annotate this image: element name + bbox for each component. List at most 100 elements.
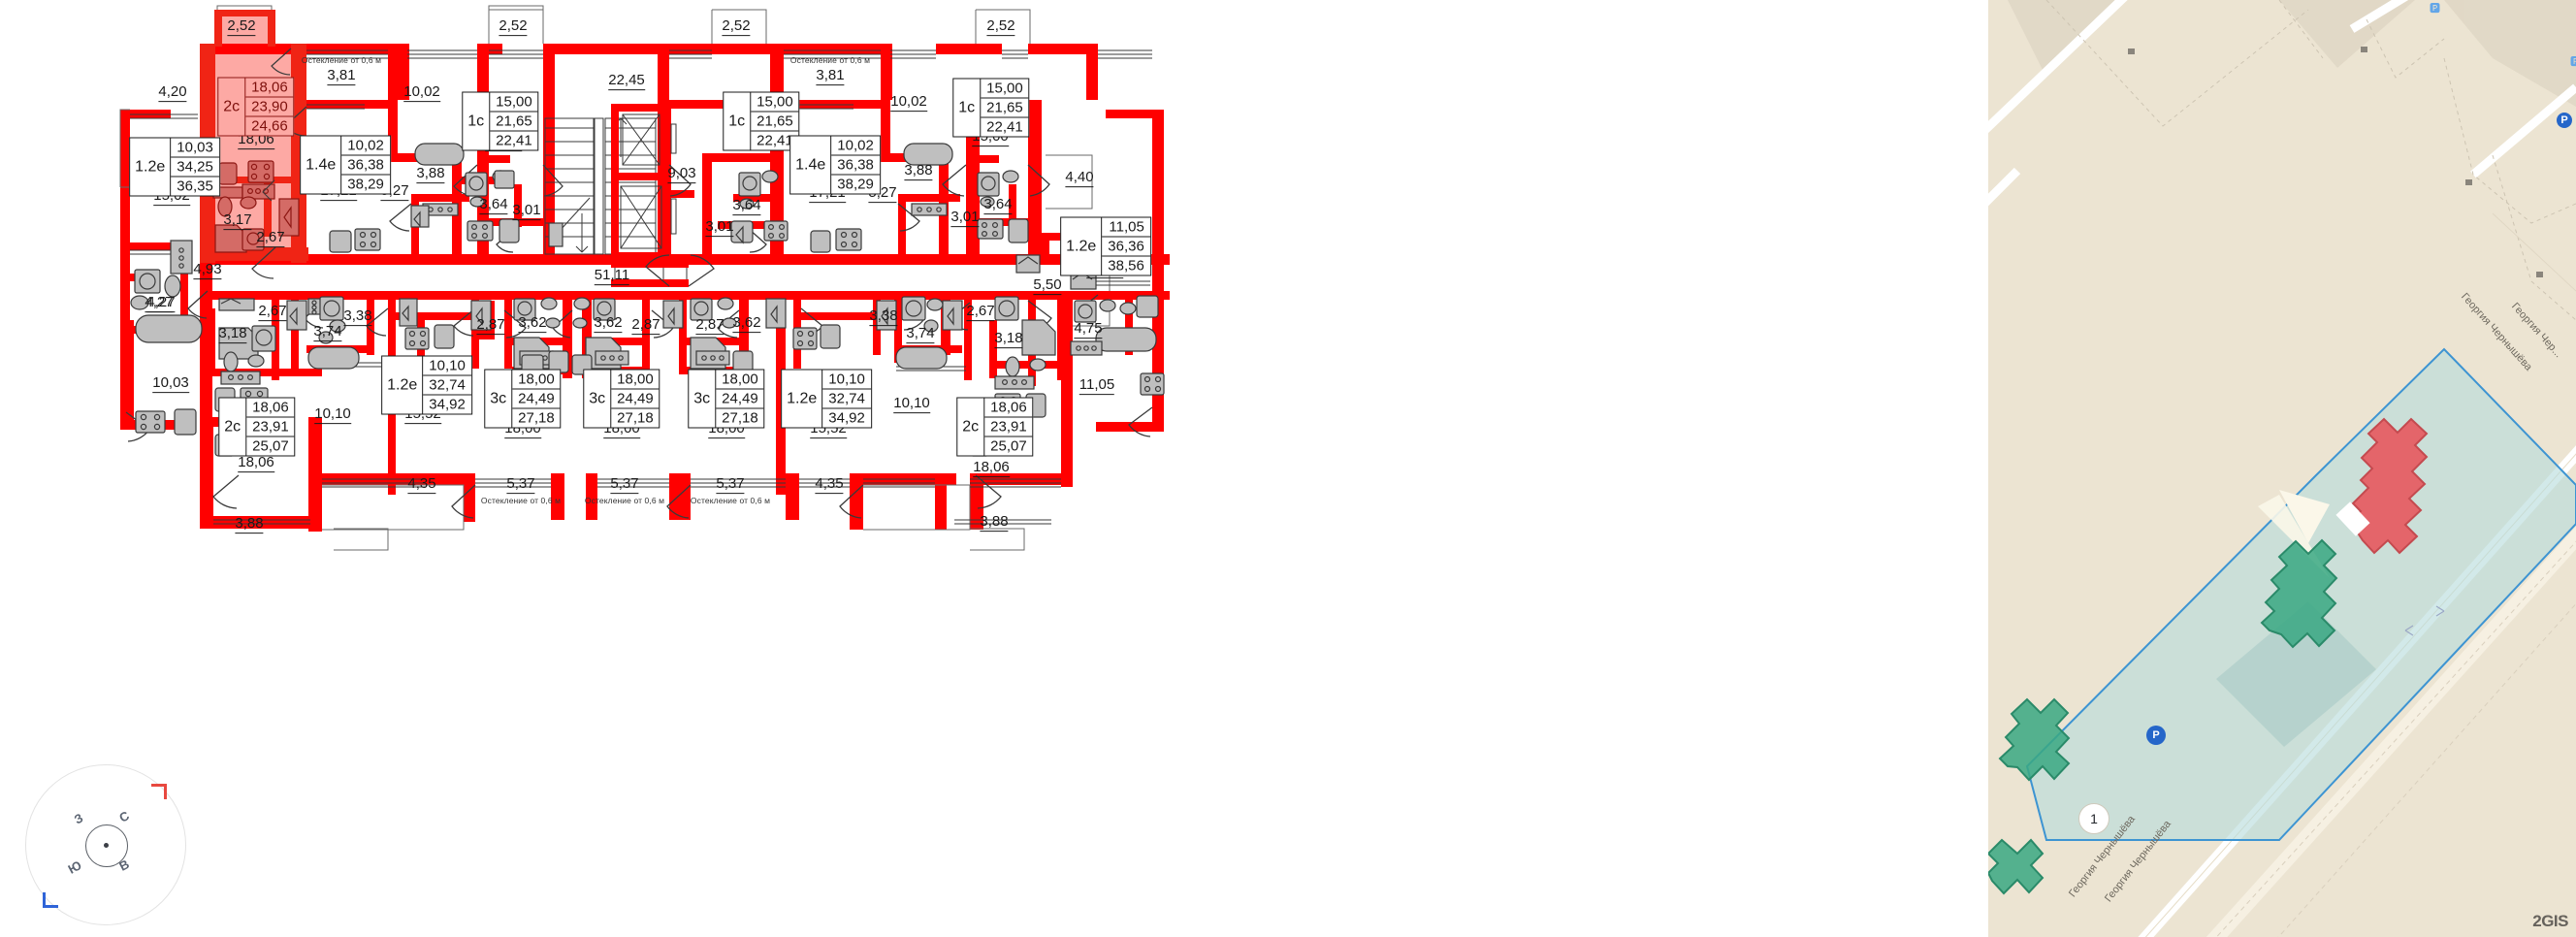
glazing-note: Остекление от 0,6 м bbox=[789, 55, 871, 65]
total-area: 34,92 bbox=[423, 394, 471, 414]
area-without-balcony: 21,65 bbox=[490, 111, 538, 131]
area-without-balcony: 23,91 bbox=[984, 416, 1033, 436]
room-area-label: 2,52 bbox=[986, 17, 1015, 36]
living-area: 18,06 bbox=[251, 79, 288, 96]
parking-icon-small[interactable]: P bbox=[2557, 113, 2572, 128]
living-area: 18,00 bbox=[518, 371, 555, 388]
glazing-note: Остекление от 0,6 м bbox=[480, 496, 562, 505]
neighbour-building-1 bbox=[2260, 538, 2338, 649]
area-without-balcony: 23,90 bbox=[245, 96, 294, 116]
area-without-balcony: 32,74 bbox=[822, 388, 871, 408]
total-area: 38,29 bbox=[341, 174, 390, 194]
compass-corner-blue bbox=[43, 892, 58, 908]
room-area-label: 4,75 bbox=[1074, 320, 1103, 339]
compass-corner-red bbox=[151, 784, 167, 799]
total-area: 38,29 bbox=[831, 174, 880, 194]
total-area: 25,07 bbox=[984, 436, 1033, 456]
living-area: 15,00 bbox=[496, 93, 532, 111]
room-area-label: 2,52 bbox=[722, 17, 751, 36]
living-area: 10,10 bbox=[429, 357, 466, 374]
room-area-label: 3,81 bbox=[327, 67, 356, 85]
living-area: 11,05 bbox=[1109, 218, 1144, 236]
room-area-label: 3,01 bbox=[950, 209, 980, 227]
room-area-label: 2,67 bbox=[966, 303, 995, 321]
flat-type-label: 1с bbox=[467, 113, 485, 129]
neighbour-building-2 bbox=[1998, 697, 2071, 782]
compass-inner-circle bbox=[85, 824, 128, 867]
parking-icon[interactable]: P bbox=[2146, 726, 2166, 745]
map-marker-1[interactable]: 1 bbox=[2078, 803, 2109, 834]
total-area: 27,18 bbox=[512, 407, 561, 428]
room-area-label: 3,38 bbox=[869, 307, 898, 326]
room-area-label: 3,64 bbox=[732, 197, 761, 215]
living-area: 18,06 bbox=[990, 399, 1027, 416]
total-area: 25,07 bbox=[246, 436, 295, 456]
flat-type-label: 2с bbox=[224, 418, 242, 435]
total-area: 38,56 bbox=[1102, 255, 1150, 275]
room-area-label: 4,35 bbox=[815, 475, 844, 494]
map-drawing bbox=[1988, 0, 2576, 937]
room-area-label: 2,67 bbox=[256, 229, 285, 247]
total-area: 27,18 bbox=[611, 407, 660, 428]
floor-plan-panel[interactable]: .w { fill:#ff0000; } .wl { fill:none; st… bbox=[0, 0, 1988, 937]
living-area: 10,02 bbox=[837, 137, 874, 154]
room-area-label: 3,01 bbox=[705, 218, 734, 237]
selected-building bbox=[2347, 417, 2429, 555]
room-area-label: 2,52 bbox=[227, 17, 256, 36]
view-cone bbox=[2279, 490, 2330, 543]
entrance-marker bbox=[2335, 501, 2370, 536]
area-without-balcony: 36,36 bbox=[1102, 236, 1150, 256]
room-area-label: 4,93 bbox=[193, 261, 222, 279]
area-without-balcony: 24,49 bbox=[512, 388, 561, 408]
total-area: 36,35 bbox=[171, 176, 219, 196]
flat-type-label: 2с bbox=[962, 418, 980, 435]
room-area-label: 3,74 bbox=[906, 325, 935, 343]
room-area-label: 3,18 bbox=[218, 325, 247, 343]
area-without-balcony: 34,25 bbox=[171, 156, 219, 177]
room-area-label: 3,62 bbox=[732, 314, 761, 333]
living-area: 10,10 bbox=[828, 371, 865, 388]
area-without-balcony: 36,38 bbox=[341, 154, 390, 175]
compass-rose: З С В Ю bbox=[19, 759, 192, 931]
room-area-label: 2,52 bbox=[499, 17, 528, 36]
room-area-label: 3,17 bbox=[223, 211, 252, 230]
room-area-label: 3,88 bbox=[980, 513, 1009, 532]
flat-type-label: 3с bbox=[490, 390, 507, 406]
area-without-balcony: 21,65 bbox=[981, 97, 1029, 117]
bike-parking-icon: 🅿 bbox=[2430, 3, 2440, 15]
area-without-balcony: 23,91 bbox=[246, 416, 295, 436]
total-area: 24,66 bbox=[245, 115, 294, 136]
living-area: 10,02 bbox=[347, 137, 384, 154]
flat-type-label: 1.2е bbox=[387, 376, 418, 393]
flat-type-label: 1.4е bbox=[306, 156, 337, 173]
living-area: 18,06 bbox=[252, 399, 289, 416]
room-area-label: 11,05 bbox=[1079, 376, 1115, 395]
map-attribution: 2GIS bbox=[2532, 912, 2568, 930]
